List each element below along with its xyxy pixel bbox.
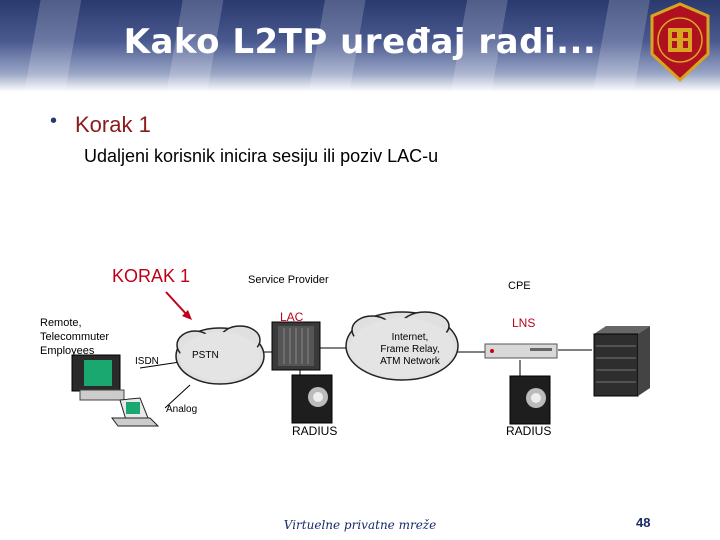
desktop-computer-icon — [71, 354, 125, 401]
radius-server-right-icon — [509, 375, 551, 425]
slide-title: Kako L2TP uređaj radi... — [123, 22, 597, 62]
internet-line-2: Frame Relay, — [380, 344, 440, 355]
internet-line-1: Internet, — [391, 332, 429, 343]
isdn-label: ISDN — [135, 356, 159, 367]
internet-cloud — [345, 311, 459, 381]
remote-users-label: Remote, Telecommuter Employees — [40, 316, 109, 358]
pstn-cloud — [175, 325, 265, 385]
pstn-label: PSTN — [192, 350, 219, 361]
remote-line-3: Employees — [40, 345, 95, 357]
page-number: 48 — [636, 515, 651, 530]
step-title: Korak 1 — [75, 112, 151, 137]
radius-right-label: RADIUS — [506, 424, 552, 438]
service-provider-label: Service Provider — [248, 274, 329, 286]
remote-line-2: Telecommuter — [40, 331, 110, 343]
radius-left-label: RADIUS — [292, 424, 338, 438]
slide-header — [0, 0, 720, 92]
internet-label: Internet, Frame Relay, ATM Network — [374, 332, 446, 368]
lac-label: LAC — [280, 310, 304, 324]
header-texture — [0, 0, 720, 92]
slide-footer: Virtuelne privatne mreže — [283, 518, 437, 532]
bullet-icon: • — [50, 110, 58, 132]
radius-server-left-icon — [291, 374, 333, 424]
university-logo — [650, 2, 710, 82]
analog-line — [164, 384, 191, 409]
step-description: Udaljeni korisnik inicira sesiju ili poz… — [84, 146, 439, 166]
internet-line-3: ATM Network — [380, 356, 440, 367]
isdn-line — [139, 361, 181, 369]
cpe-server-rack-icon — [593, 326, 650, 397]
step-arrow-icon — [165, 291, 192, 320]
laptop-icon — [111, 397, 160, 427]
remote-line-1: Remote, — [40, 317, 82, 329]
lac-server-icon — [271, 321, 321, 371]
lns-router-icon — [484, 343, 558, 359]
lns-label: LNS — [512, 316, 536, 330]
cpe-label: CPE — [508, 280, 531, 292]
diagram-step-label: KORAK 1 — [112, 266, 191, 286]
analog-label: Analog — [166, 404, 198, 415]
